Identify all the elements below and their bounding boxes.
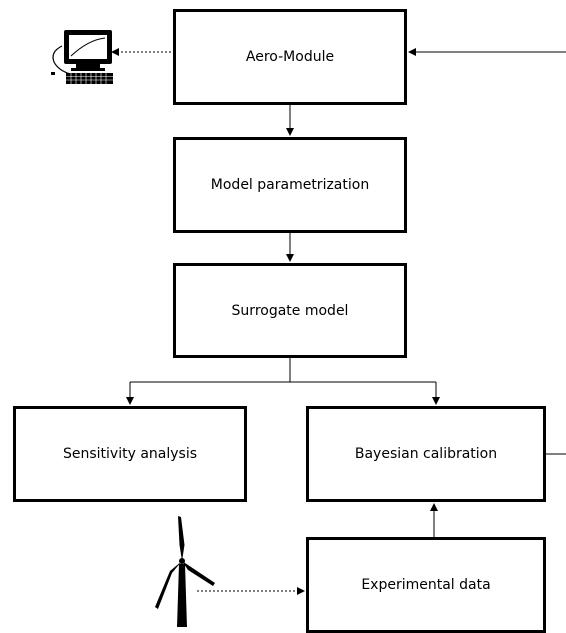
sensitivity-analysis-box: Sensitivity analysis — [13, 406, 247, 502]
experimental-data-box: Experimental data — [306, 537, 546, 633]
model-parametrization-box: Model parametrization — [173, 137, 407, 233]
wind-turbine-icon — [155, 516, 215, 627]
bayesian-calibration-box: Bayesian calibration — [306, 406, 546, 502]
aero-module-box: Aero-Module — [173, 9, 407, 105]
experimental-data-label: Experimental data — [361, 577, 491, 593]
bayesian-calibration-label: Bayesian calibration — [354, 446, 498, 462]
model-parametrization-label: Model parametrization — [210, 177, 370, 193]
surrogate-model-label: Surrogate model — [231, 302, 349, 319]
sensitivity-analysis-label: Sensitivity analysis — [62, 446, 198, 462]
computer-icon — [51, 30, 113, 84]
aero-module-label: Aero-Module — [245, 49, 335, 65]
surrogate-model-box: Surrogate model — [173, 263, 407, 358]
